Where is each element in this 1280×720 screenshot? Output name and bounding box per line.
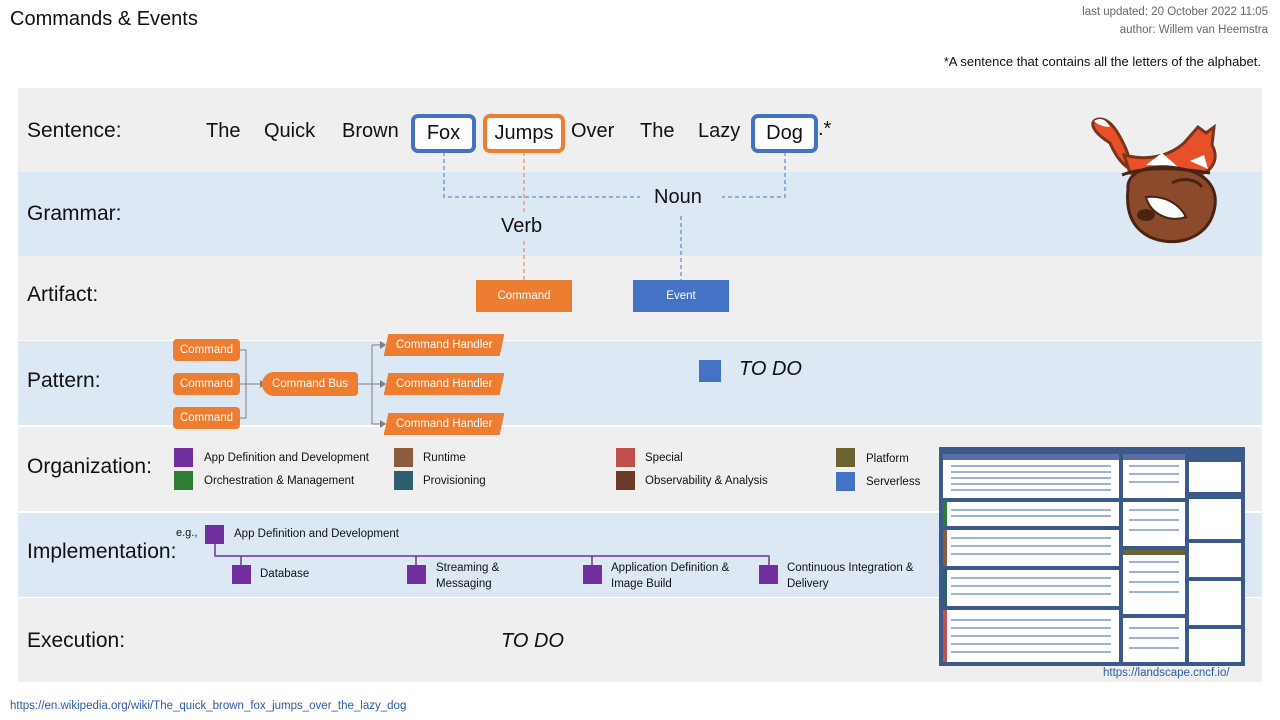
sentence-word-lazy: Lazy [698,120,741,142]
legend-label-orchestration: Orchestration & Management [204,475,355,487]
grammar-verb: Verb [501,215,543,237]
grammar-noun: Noun [654,186,702,208]
legend-label-special: Special [645,452,683,464]
legend-swatch-app-definition [174,448,193,467]
legend-swatch-platform [836,448,855,467]
implementation-root-swatch [205,525,224,544]
cncf-landscape-thumbnail[interactable] [939,447,1245,666]
pattern-command-bus: Command Bus [262,372,358,396]
implementation-child-swatch-1 [232,565,251,584]
legend-label-serverless: Serverless [866,476,921,488]
sentence-word-over: Over [571,120,615,142]
row-label-implementation: Implementation: [27,540,177,563]
implementation-child-ci-cd: Continuous Integration & Delivery [787,562,914,590]
implementation-child-swatch-3 [583,565,602,584]
sentence-word-the: The [206,120,241,142]
row-label-pattern: Pattern: [27,369,101,392]
page-title: Commands & Events [10,8,198,30]
legend-swatch-serverless [836,472,855,491]
legend-swatch-runtime [394,448,413,467]
cncf-landscape-link[interactable]: https://landscape.cncf.io/ [1103,667,1230,679]
pattern-todo-square [699,360,721,382]
artifact-event: Event [633,280,729,312]
implementation-root-label: App Definition and Development [234,528,399,540]
sentence-word-jumps: Jumps [483,114,565,153]
last-updated: last updated: 20 October 2022 11:05 [1082,6,1268,18]
legend-label-provisioning: Provisioning [423,475,486,487]
implementation-child-database: Database [260,568,310,580]
legend-swatch-special [616,448,635,467]
fox-and-dog-logo [1091,117,1217,244]
pattern-command-3: Command [173,407,240,429]
legend-label-app-definition: App Definition and Development [204,452,369,464]
implementation-child-app-definition: Application Definition & Image Build [611,562,730,590]
legend-swatch-observability [616,471,635,490]
sentence-word-dog: Dog [751,114,818,153]
artifact-command: Command [476,280,572,312]
pattern-command-handler-1-label: Command Handler [395,339,493,351]
band-sentence [18,88,1262,172]
implementation-eg: e.g., [176,527,198,539]
row-label-grammar: Grammar: [27,202,122,225]
row-label-artifact: Artifact: [27,283,99,306]
pattern-command-handler-3: Command Handler [383,413,505,435]
row-label-organization: Organization: [27,455,152,478]
footnote: *A sentence that contains all the letter… [943,54,1261,69]
execution-todo: TO DO [501,630,564,652]
wikipedia-link[interactable]: https://en.wikipedia.org/wiki/The_quick_… [10,700,407,712]
pattern-command-handler-2: Command Handler [383,373,505,395]
legend-label-observability: Observability & Analysis [645,475,768,487]
row-label-sentence: Sentence: [27,119,122,142]
legend-swatch-orchestration [174,471,193,490]
legend-swatch-provisioning [394,471,413,490]
sentence-suffix: .* [818,118,832,140]
sentence-word-the-2: The [640,120,675,142]
implementation-child-swatch-2 [407,565,426,584]
sentence-word-quick: Quick [264,120,316,142]
sentence-word-fox: Fox [411,114,476,153]
pattern-command-2: Command [173,373,240,395]
implementation-child-swatch-4 [759,565,778,584]
pattern-command-handler-3-label: Command Handler [395,418,493,430]
legend-label-runtime: Runtime [423,452,466,464]
pattern-command-1: Command [173,339,240,361]
band-grammar [18,172,1262,256]
pattern-command-handler-1: Command Handler [383,334,505,356]
row-label-execution: Execution: [27,629,126,652]
pattern-todo: TO DO [739,358,802,380]
sentence-word-brown: Brown [342,120,399,142]
author: author: Willem van Heemstra [1119,24,1268,36]
implementation-child-streaming: Streaming & Messaging [436,562,500,590]
legend-label-platform: Platform [866,453,909,465]
pattern-command-handler-2-label: Command Handler [395,378,493,390]
